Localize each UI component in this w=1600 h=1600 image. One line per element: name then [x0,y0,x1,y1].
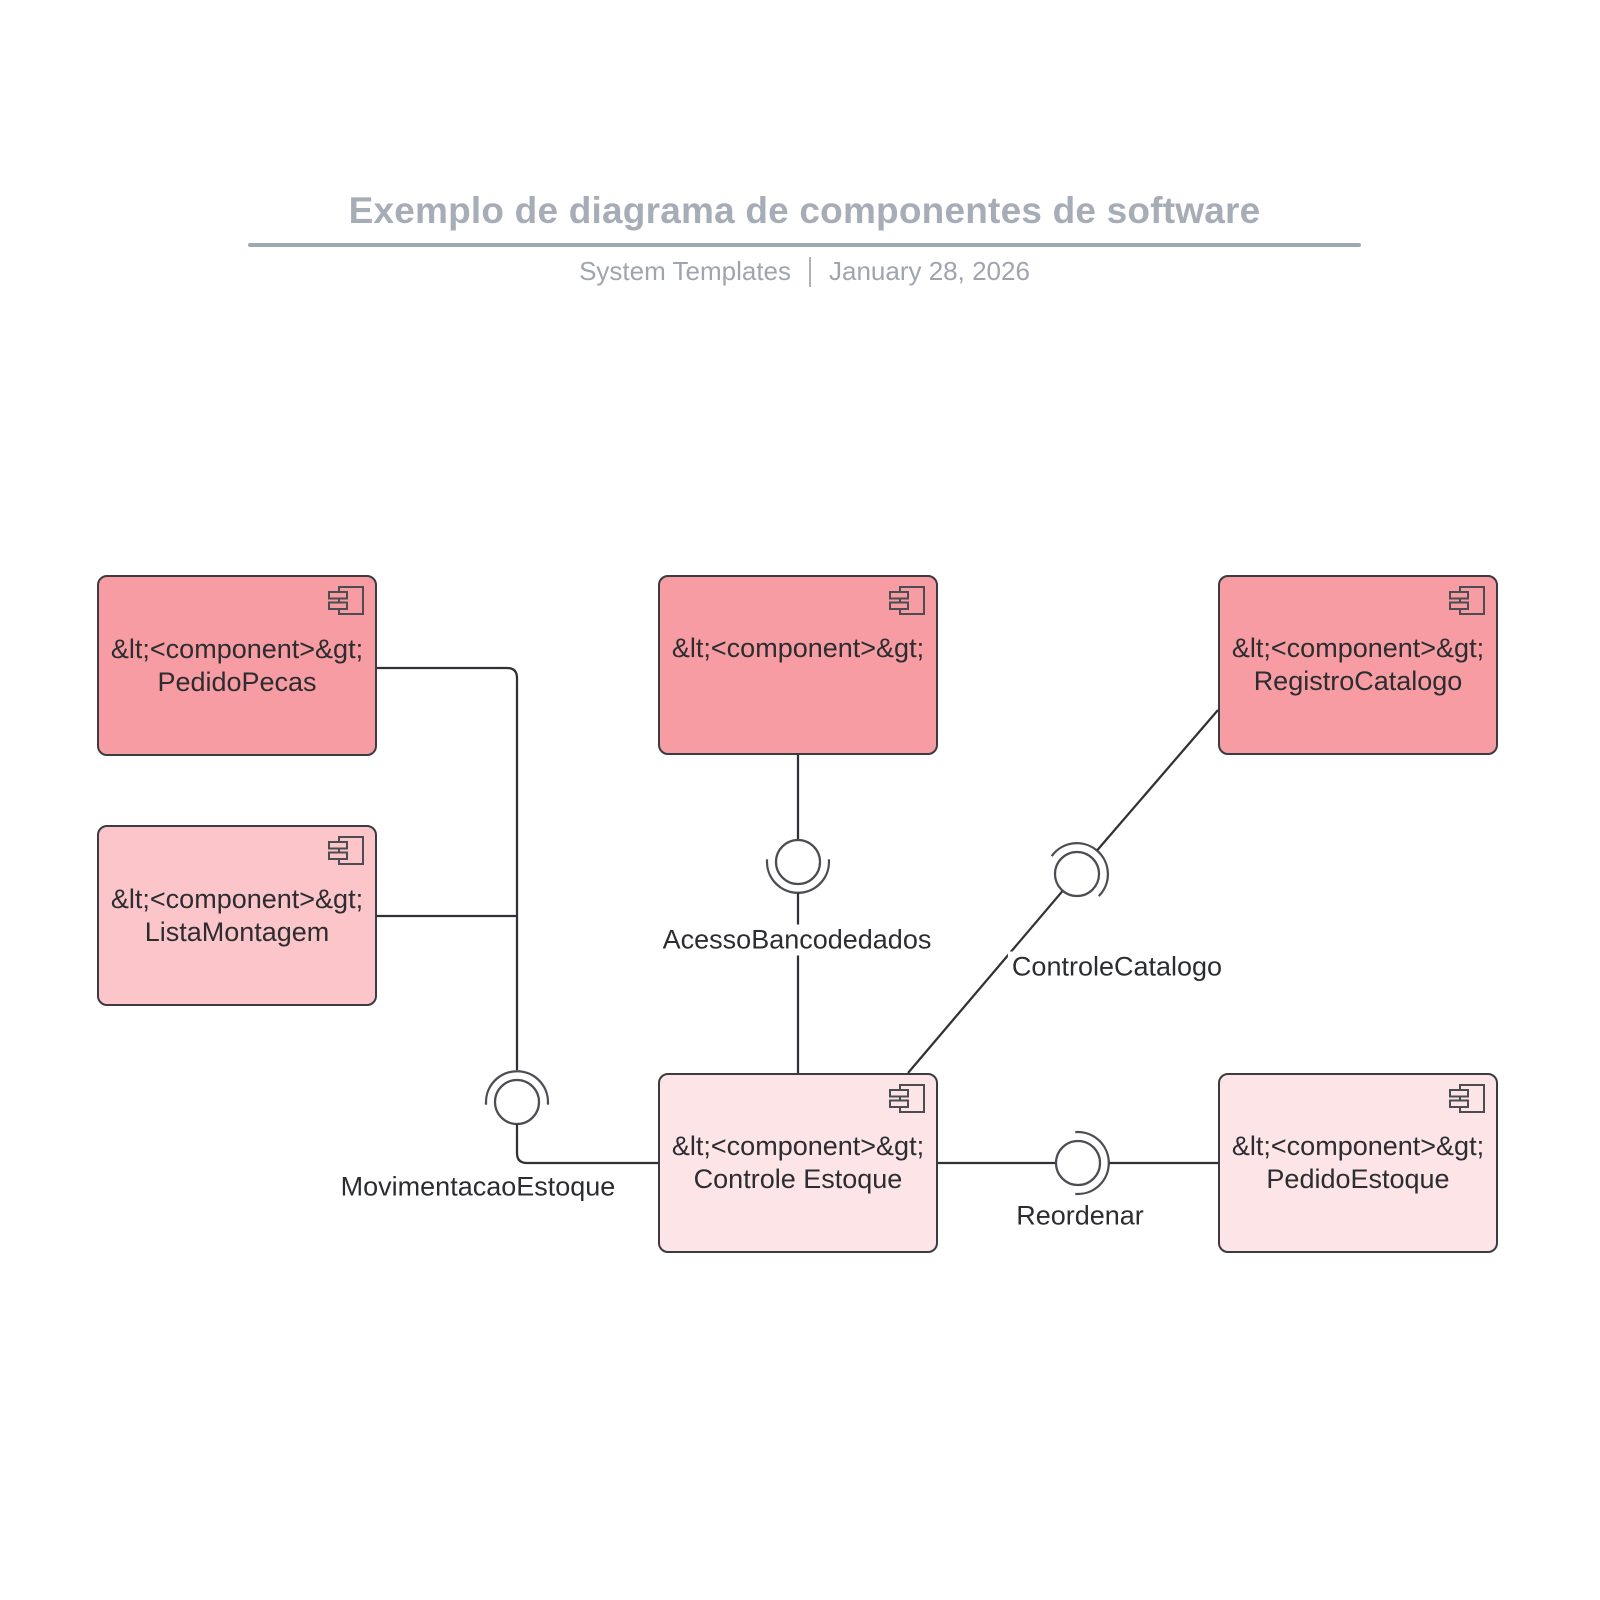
component-label: &lt;<component>&gt; [660,577,936,753]
component-stereotype: &lt;<component>&gt; [671,633,925,663]
diagram-header: Exemplo de diagrama de componentes de so… [248,190,1361,287]
component-name: PedidoEstoque [1266,1164,1450,1194]
component-listamontagem: &lt;<component>&gt; ListaMontagem [97,825,377,1006]
provided-interface-ball-acessobancodedados [774,838,822,886]
component-pedidopecas: &lt;<component>&gt; PedidoPecas [97,575,377,756]
component-name: Controle Estoque [693,1164,903,1194]
component-label: &lt;<component>&gt; PedidoPecas [99,577,375,754]
required-interface-socket-controlecatalogo [1050,842,1109,897]
author-label: System Templates [579,256,791,286]
title-underline [248,243,1361,247]
interface-label-movimentacaoestoque: MovimentacaoEstoque [336,1171,620,1203]
component-label: &lt;<component>&gt; RegistroCatalogo [1220,577,1496,753]
component-name: PedidoPecas [157,666,317,697]
component-pedidoestoque: &lt;<component>&gt; PedidoEstoque [1218,1073,1498,1253]
interface-label-controlecatalogo: ControleCatalogo [1007,951,1227,983]
required-interface-socket-acessobancodedados [765,859,831,894]
interface-label-reordenar: Reordenar [1012,1200,1148,1232]
required-interface-socket-movimentacaoestoque [484,1070,550,1105]
interface-label-acessobancodedados: AcessoBancodedados [658,924,936,956]
uml-component-icon [1449,1084,1485,1113]
uml-component-icon [328,836,364,865]
component-name: ListaMontagem [144,916,330,947]
component-label: &lt;<component>&gt; PedidoEstoque [1220,1075,1496,1251]
uml-component-icon [328,586,364,615]
provided-interface-ball-controlecatalogo [1053,850,1101,898]
required-interface-socket-reordenar [1075,1130,1110,1196]
component-unnamed: &lt;<component>&gt; [658,575,938,755]
connector-controleestoque-controlecatalogo [907,890,1064,1074]
component-stereotype: &lt;<component>&gt; [110,633,364,664]
component-name: RegistroCatalogo [1253,666,1463,696]
provided-interface-ball-movimentacaoestoque [493,1078,541,1126]
component-controleestoque: &lt;<component>&gt; Controle Estoque [658,1073,938,1253]
connector-movimentacaoestoque-controleestoque [515,1124,658,1165]
page-title: Exemplo de diagrama de componentes de so… [348,190,1261,231]
subtitle-separator [809,256,811,287]
component-stereotype: &lt;<component>&gt; [1231,633,1485,663]
component-registrocatalogo: &lt;<component>&gt; RegistroCatalogo [1218,575,1498,755]
uml-component-icon [889,1084,925,1113]
component-stereotype: &lt;<component>&gt; [110,883,364,914]
connector-pedidopecas-movimentacaoestoque [377,666,519,1070]
provided-interface-ball-reordenar [1054,1139,1102,1187]
date-label: January 28, 2026 [829,256,1030,286]
component-label: &lt;<component>&gt; Controle Estoque [660,1075,936,1251]
connector-controlecatalogo-registrocatalogo [1096,709,1219,852]
component-stereotype: &lt;<component>&gt; [671,1131,925,1161]
component-stereotype: &lt;<component>&gt; [1231,1131,1485,1161]
uml-component-icon [1449,586,1485,615]
component-label: &lt;<component>&gt; ListaMontagem [99,827,375,1004]
uml-component-icon [889,586,925,615]
diagram-subtitle: System Templates January 28, 2026 [248,256,1361,287]
